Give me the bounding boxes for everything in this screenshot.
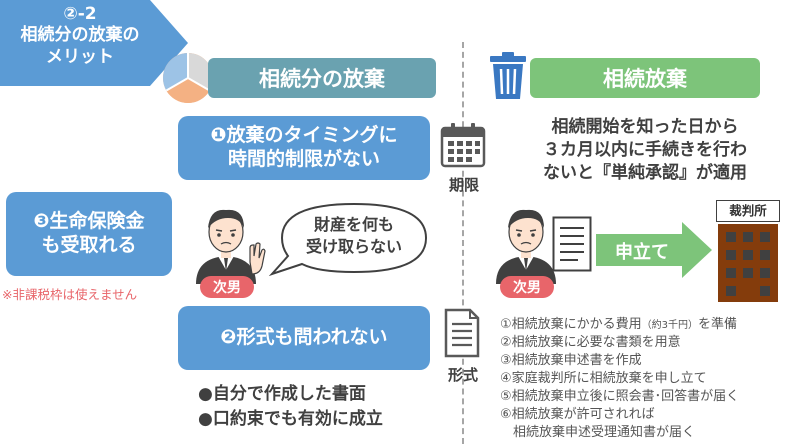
left-header: 相続分の放棄 <box>208 58 436 98</box>
point3-line2: も受取れる <box>41 234 137 256</box>
petition-arrow: 申立て <box>596 222 714 278</box>
person-left-label: 次男 <box>200 276 254 298</box>
right-timing-text: 相続開始を知った日から ３カ月以内に手続きを行わ ないと『単純承認』が適用 <box>500 116 790 185</box>
section-tag-subtitle: メリット <box>46 46 114 67</box>
section-tag: ②-2 相続分の放棄の メリット <box>0 0 190 86</box>
step-item: ②相続放棄に必要な書類を用意 <box>500 335 681 350</box>
court-label: 裁判所 <box>716 200 780 222</box>
right-timing-line3: ないと『単純承認』が適用 <box>543 162 747 183</box>
section-tag-title: 相続分の放棄の <box>20 25 140 46</box>
step-item: ⑤相続放棄申立後に照会書･回答書が届く <box>500 389 740 404</box>
point3-line1: ❸生命保険金 <box>33 210 145 233</box>
right-timing-line1: 相続開始を知った日から <box>551 117 739 137</box>
right-timing-line2: ３カ月以内に手続きを行わ <box>543 139 747 160</box>
speech-line1: 財産を何も <box>313 215 394 234</box>
section-tag-shape <box>0 0 188 86</box>
step-item: ③相続放棄申述書を作成 <box>500 353 642 368</box>
step-item: ①相続放棄にかかる費用（約3千円）を準備 <box>500 317 738 332</box>
section-tag-number: ②-2 <box>63 4 97 24</box>
person-left-label-text: 次男 <box>213 280 241 296</box>
speech-bubble: 財産を何も 受け取らない <box>258 200 438 276</box>
right-header: 相続放棄 <box>530 58 760 98</box>
speech-line2: 受け取らない <box>305 236 402 256</box>
right-header-text: 相続放棄 <box>603 67 687 91</box>
point2-box: ❷形式も問われない <box>178 306 430 370</box>
form-label: 形式 <box>447 366 478 384</box>
step-item: 相続放棄申述受理通知書が届く <box>500 425 696 440</box>
point3-box: ❸生命保険金 も受取れる <box>6 192 172 276</box>
court-building-icon: 裁判所 <box>716 200 780 302</box>
pie-chart-icon <box>162 52 214 104</box>
point2-text: ❷形式も問われない <box>220 326 388 349</box>
step-item: ④家庭裁判所に相続放棄を申し立て <box>500 371 707 386</box>
note-text: ※非課税枠は使えません <box>2 287 138 302</box>
point1-line1: ❶放棄のタイミングに <box>210 124 398 147</box>
point1-box: ❶放棄のタイミングに 時間的制限がない <box>178 116 430 180</box>
step-item: ⑥相続放棄が許可されれば <box>500 407 655 422</box>
bullet-item-verbal: ●口約束でも有効に成立 <box>198 408 383 429</box>
steps-list: ①相続放棄にかかる費用（約3千円）を準備 ②相続放棄に必要な書類を用意 ③相続放… <box>500 313 798 445</box>
petition-label: 申立て <box>615 242 669 263</box>
calendar-icon <box>440 122 486 168</box>
bullet-list: ●自分で作成した書面 ●口約束でも有効に成立 <box>198 382 383 431</box>
person-right-label: 次男 <box>500 276 554 298</box>
trash-can-icon <box>488 52 528 100</box>
document-icon <box>552 216 592 272</box>
point1-line2: 時間的制限がない <box>227 148 380 170</box>
left-header-text: 相続分の放棄 <box>259 67 385 91</box>
column-divider <box>462 42 464 444</box>
calendar-label: 期限 <box>448 176 479 194</box>
bullet-item-written: ●自分で作成した書面 <box>198 384 366 404</box>
person-right-label-text: 次男 <box>513 280 541 296</box>
form-document-icon <box>444 308 480 358</box>
